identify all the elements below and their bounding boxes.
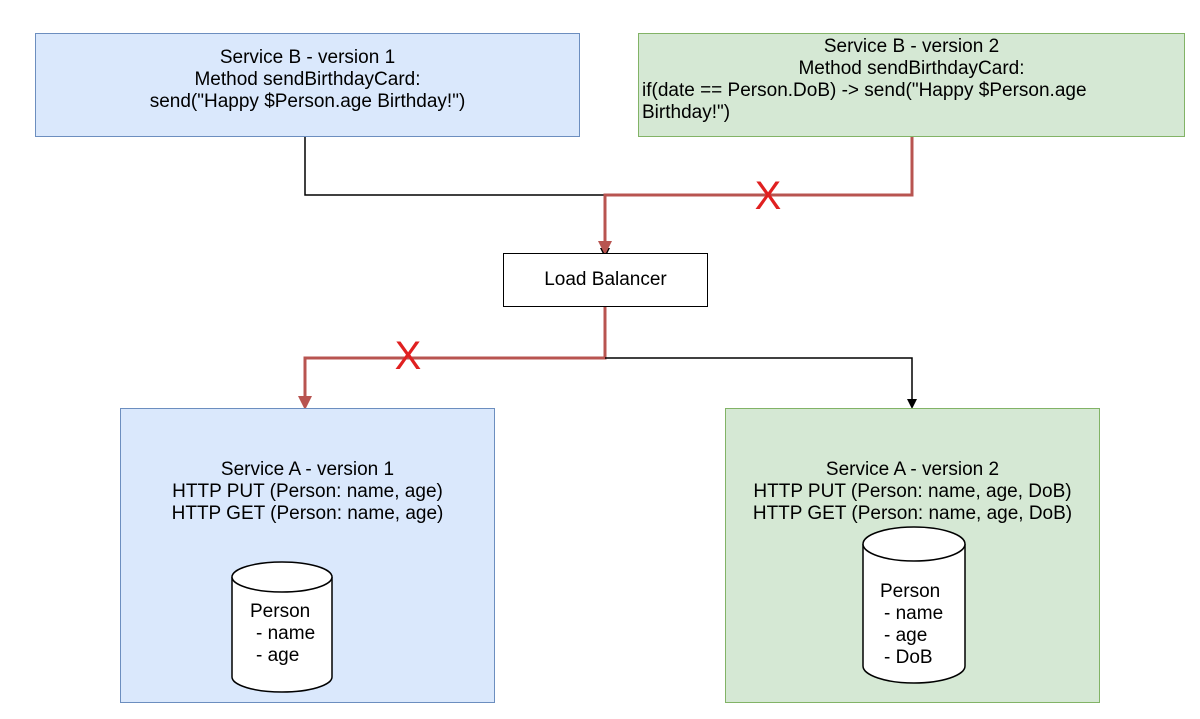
service-a-v2-put: HTTP PUT (Person: name, age, DoB) bbox=[753, 481, 1072, 502]
edge-service-b-v2-to-load-balancer bbox=[598, 137, 914, 255]
database-v1-field-name: - name bbox=[256, 623, 316, 644]
service-b-v1-code: send("Happy $Person.age Birthday!") bbox=[149, 91, 466, 112]
load-balancer-label: Load Balancer bbox=[544, 269, 667, 290]
edge-load-balancer-to-service-a-v1 bbox=[298, 307, 607, 410]
database-v2-field-name: - name bbox=[884, 603, 944, 624]
service-b-v2-title: Service B - version 2 bbox=[823, 36, 1000, 57]
service-a-v1-put: HTTP PUT (Person: name, age) bbox=[172, 481, 443, 502]
service-b-v2-code-line-2: Birthday!") bbox=[642, 102, 731, 123]
service-b-v2-method: Method sendBirthdayCard: bbox=[798, 58, 1025, 79]
load-balancer-box: Load Balancer bbox=[503, 253, 708, 307]
service-b-v2-code-line-1: if(date == Person.DoB) -> send("Happy $P… bbox=[642, 80, 1087, 101]
service-b-v1-method: Method sendBirthdayCard: bbox=[194, 69, 421, 90]
service-b-v2-box: Service B - version 2 Method sendBirthda… bbox=[638, 33, 1185, 137]
service-a-v1-title: Service A - version 1 bbox=[220, 459, 395, 480]
service-a-v2-title: Service A - version 2 bbox=[825, 459, 1000, 480]
blocked-mark-bottom: X bbox=[395, 334, 422, 378]
service-b-v1-box: Service B - version 1 Method sendBirthda… bbox=[35, 33, 580, 137]
service-a-v2-get: HTTP GET (Person: name, age, DoB) bbox=[752, 503, 1073, 524]
service-a-v1-get: HTTP GET (Person: name, age) bbox=[171, 503, 444, 524]
database-v1-label: Person - name - age bbox=[250, 601, 315, 667]
edge-service-b-v1-to-load-balancer bbox=[304, 137, 610, 258]
database-v2-field-age: - age bbox=[884, 625, 928, 646]
database-v2-label: Person - name - age - DoB bbox=[880, 581, 943, 669]
blocked-mark-top: X bbox=[755, 174, 782, 218]
service-b-v1-title: Service B - version 1 bbox=[219, 47, 396, 68]
database-v1-field-age: - age bbox=[256, 645, 300, 666]
edge-load-balancer-to-service-a-v2 bbox=[605, 357, 917, 409]
database-v1-entity: Person bbox=[250, 601, 311, 622]
database-v2-field-dob: - DoB bbox=[884, 647, 933, 668]
database-v2-entity: Person bbox=[880, 581, 941, 602]
